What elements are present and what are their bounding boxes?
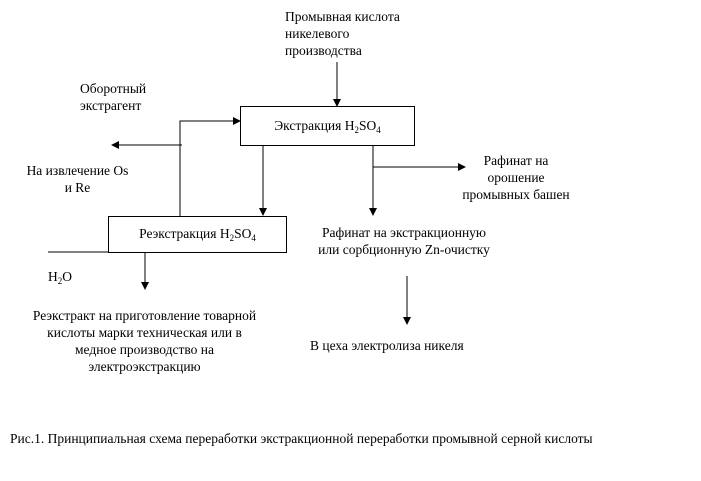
recycled-line1: Оборотный [80,81,147,96]
arrow-recycled-extractant [179,117,241,216]
raffinate-zn-label: Рафинат на экстракционную или сорбционну… [294,224,514,258]
reextract-label: Реэкстракт на приготовление товарной кис… [2,307,287,375]
os-re-label: На извлечение Os и Re [10,162,145,196]
raffinate-spray-label: Рафинат на орошение промывных башен [446,152,586,203]
reextract-line1: Реэкстракт на приготовление товарной [32,308,257,323]
source-top-line3: производства [285,43,362,58]
reextract-line4: электроэкстракцию [88,359,201,374]
raffinate-spray-line1: Рафинат на [483,153,549,168]
raffinate-zn-line1: Рафинат на экстракционную [321,225,487,240]
raffinate-zn-line2: или сорбционную Zn-очистку [318,242,490,257]
reextraction-box: Реэкстракция H2SO4 [108,216,287,253]
reextract-line3: медное производство на [74,342,215,357]
reextract-line2: кислоты марки техническая или в [47,325,242,340]
recycled-extractant-label: Оборотный экстрагент [80,80,146,114]
raffinate-spray-line3: промывных башен [462,187,570,202]
extraction-box: Экстракция H2SO4 [240,106,415,146]
os-re-line1: На извлечение Os [26,163,129,178]
figure-caption: Рис.1. Принципиальная схема переработки … [10,431,593,446]
source-top-label: Промывная кислота никелевого производств… [285,8,400,59]
source-top-line2: никелевого [285,26,350,41]
electrolysis-label: В цеха электролиза никеля [310,338,464,353]
source-top-line1: Промывная кислота [285,9,400,24]
extraction-label: Экстракция H2SO4 [274,117,381,135]
raffinate-spray-line2: орошение [487,170,545,185]
reextraction-label: Реэкстракция H2SO4 [139,226,256,243]
water-label: H2O [48,269,72,286]
recycled-line2: экстрагент [80,98,142,113]
os-re-line2: и Re [64,180,91,195]
